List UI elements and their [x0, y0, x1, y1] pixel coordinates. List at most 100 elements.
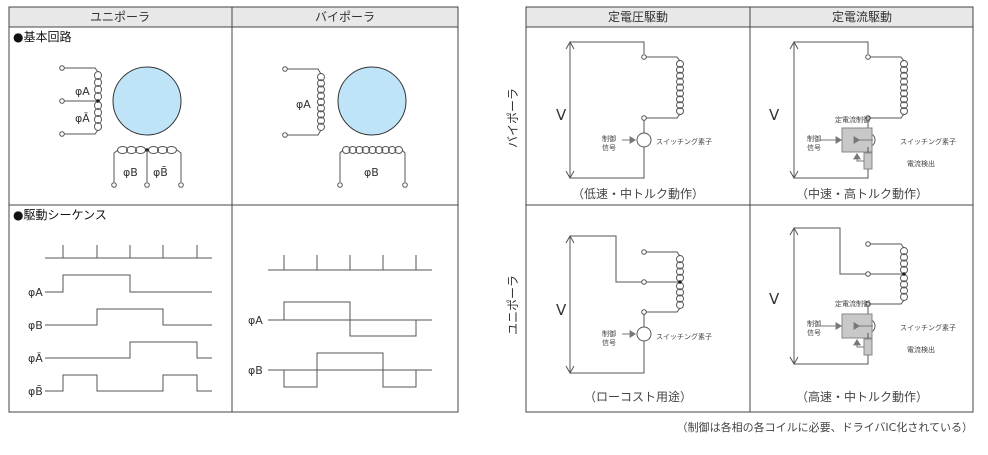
- wire: [646, 307, 681, 313]
- label-bi-phase-a: φA: [296, 98, 311, 111]
- caption: （ローコスト用途）: [584, 389, 692, 404]
- terminal: [178, 182, 184, 188]
- voltage-label: V: [556, 106, 567, 124]
- coil-loop: [317, 110, 325, 119]
- coil-loop: [348, 146, 358, 154]
- footnote: （制御は各相の各コイルに必要、ドライバIC化されている）: [677, 420, 973, 434]
- header-bipolar: バイポーラ: [315, 10, 375, 24]
- arrow-head: [853, 339, 861, 346]
- coil-loop: [900, 89, 908, 98]
- voltage-label: V: [556, 301, 567, 319]
- row-label-unipolar: ユニポーラ: [506, 275, 520, 335]
- coil-loop: [676, 288, 684, 297]
- junction-dot: [902, 272, 906, 276]
- label-uni-phase-a: φA: [75, 85, 90, 98]
- coil-loop: [900, 77, 908, 86]
- coil-loop: [676, 261, 684, 270]
- wire: [870, 113, 905, 119]
- coil-loop: [374, 146, 384, 154]
- terminal: [865, 241, 871, 247]
- coil-loop: [676, 60, 684, 68]
- coil-loop: [676, 89, 684, 98]
- row-label-bipolar: バイポーラ: [506, 88, 520, 148]
- coil-loop: [676, 83, 684, 92]
- wire: [570, 41, 645, 54]
- wire: [113, 149, 119, 182]
- control-signal-label: 信号: [602, 338, 616, 347]
- control-signal-label: 信号: [807, 328, 821, 337]
- coil-loop: [900, 280, 908, 289]
- coil-loop: [381, 146, 390, 154]
- coil-loop: [900, 247, 908, 256]
- seq-label-a-bar: φĀ: [28, 352, 43, 365]
- caption: （高速・中トルク動作）: [796, 389, 928, 404]
- terminal: [282, 132, 288, 138]
- switching-element-icon: [636, 326, 652, 342]
- header-unipolar: ユニポーラ: [90, 10, 150, 24]
- wire: [570, 147, 645, 179]
- switching-element-label: スイッチング素子: [900, 137, 956, 146]
- wire: [64, 129, 99, 135]
- coil-loop: [94, 115, 102, 124]
- header-constant-current: 定電流駆動: [832, 9, 892, 24]
- waveform-bi-b: [283, 352, 417, 388]
- terminal: [144, 182, 150, 188]
- arrow-head: [629, 330, 636, 338]
- wire: [794, 227, 866, 275]
- coil-loop: [126, 146, 137, 154]
- wire: [339, 149, 344, 182]
- arrow-head: [853, 136, 860, 144]
- coil-loop: [676, 65, 684, 74]
- coil-loop: [317, 91, 325, 100]
- coil-loop: [900, 286, 908, 295]
- caption: （低速・中トルク動作）: [572, 186, 704, 201]
- wire: [870, 56, 905, 62]
- control-signal-label: 信号: [807, 143, 821, 152]
- wire: [794, 169, 869, 179]
- terminal: [59, 131, 65, 137]
- coil-loop: [94, 108, 102, 117]
- terminal: [111, 182, 117, 188]
- seq-label-bi-b: φB: [248, 364, 263, 377]
- seq-label-b-bar: φB̄: [28, 385, 43, 398]
- current-detection-resistor: [863, 152, 873, 170]
- caption: （中速・高トルク動作）: [796, 186, 928, 201]
- wire: [401, 149, 406, 182]
- coil-loop: [676, 77, 684, 86]
- wire: [287, 68, 322, 75]
- wire: [64, 67, 99, 73]
- wire: [646, 56, 681, 62]
- left-header-bg: [9, 7, 458, 27]
- wire: [794, 41, 869, 54]
- control-signal-label: 制御: [807, 319, 821, 328]
- coil-loop: [94, 78, 102, 87]
- diagram-geometry: [8, 6, 974, 413]
- terminal: [641, 54, 647, 60]
- coil-loop: [900, 253, 908, 262]
- switching-element-label: スイッチング素子: [656, 137, 712, 146]
- wire: [287, 129, 322, 136]
- terminal: [337, 182, 343, 188]
- cell-cc-bipolar: V 制御 信号 定電流制御 スイッチング素子 電流検出 （中速・高トルク動作）: [769, 106, 956, 201]
- current-detection-label: 電流検出: [907, 345, 935, 354]
- terminal: [282, 66, 288, 72]
- constant-current-control-label: 定電流制御: [835, 299, 870, 308]
- wire: [176, 149, 182, 182]
- coil-loop: [900, 101, 908, 110]
- label-uni-phase-b-bar: φB̄: [153, 166, 168, 179]
- coil-loop: [317, 79, 325, 88]
- terminal: [641, 249, 647, 255]
- coil-loop: [317, 122, 325, 131]
- label-bi-phase-b: φB: [364, 166, 379, 179]
- coil-loop: [900, 95, 908, 104]
- terminal: [865, 54, 871, 60]
- arrow-head: [835, 322, 842, 330]
- cell-cv-unipolar: V 制御 信号 スイッチング素子 （ローコスト用途）: [556, 301, 712, 404]
- terminal: [402, 182, 408, 188]
- coil-loop: [94, 71, 102, 80]
- seq-label-b: φB: [28, 319, 43, 332]
- control-signal-label: 信号: [602, 143, 616, 152]
- control-signal-label: 制御: [807, 134, 821, 143]
- waveform-b: [45, 308, 212, 326]
